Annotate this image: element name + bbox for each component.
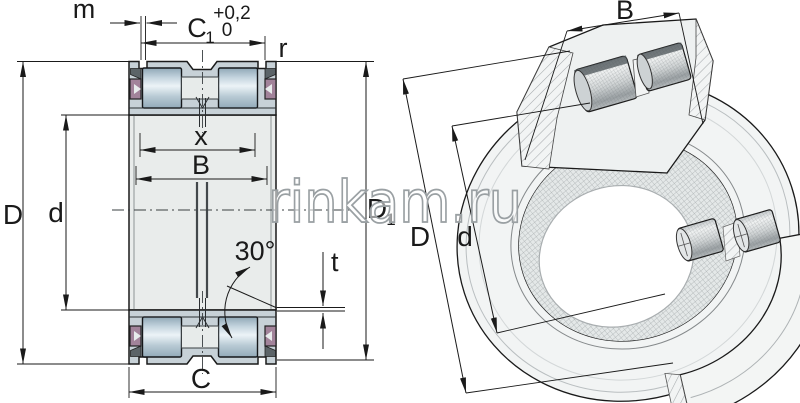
ext-line (524, 30, 568, 161)
iso-shell (664, 209, 800, 403)
bore-surface (518, 139, 738, 341)
section-roller-2 (636, 42, 692, 92)
lube-funnel-top (195, 96, 210, 109)
shell-band-group (664, 228, 800, 403)
label-iso-bore-diameter: d (457, 221, 473, 252)
shell-roller-2 (732, 209, 781, 253)
iso-dim-width: B (524, 0, 704, 161)
label-bore-diameter: d (48, 197, 64, 228)
section-roller-1 (573, 55, 638, 113)
dim-c: C (128, 363, 277, 398)
dim-t: t (277, 247, 345, 349)
roller-shadow-band (573, 55, 629, 78)
iso-view: D d B (402, 0, 800, 403)
label-iso-width: B (616, 0, 634, 25)
dim-x: x (139, 121, 256, 157)
label-c1-sub: 1 (205, 28, 214, 47)
label-c1-tol-lower: 0 (222, 20, 233, 41)
ext-line (678, 12, 704, 125)
label-c1-tol-upper: +0,2 (213, 3, 251, 24)
roller-top-right (217, 67, 259, 109)
seal-lip-bottom-left (134, 331, 141, 341)
section-cut-face-left (516, 46, 574, 170)
label-x: x (194, 121, 208, 151)
roller-center-mark (677, 232, 691, 257)
roller-end-cap (573, 69, 593, 112)
iso-dim-outer-diameter: D (402, 50, 674, 394)
shell-detail-arc (690, 243, 800, 399)
label-c1: C (187, 13, 207, 43)
roller-bottom-left (141, 316, 183, 358)
dim-outer-diameter: D (3, 61, 129, 365)
roller-bottom-right (217, 316, 259, 358)
iso-top-section (516, 18, 714, 174)
watermark: rinkam.ru (268, 168, 522, 236)
seal-lip-bottom-right (265, 331, 272, 341)
shell-roller-1 (675, 218, 724, 262)
roller-end-cap (636, 53, 653, 90)
label-angle: 30° (235, 236, 276, 266)
seal-lip-top-right (265, 84, 272, 94)
iso-dim-bore-diameter: d (451, 102, 666, 334)
label-outer-diameter: D (3, 199, 23, 230)
ext-line (496, 293, 666, 334)
label-d1: D (367, 193, 387, 224)
label-iso-outer-diameter: D (410, 221, 430, 252)
label-b: B (192, 150, 210, 180)
dim-c1: C 1 +0,2 0 (141, 3, 266, 60)
ext-line (465, 362, 674, 394)
ext-line (451, 102, 591, 127)
dim-d1: D 1 (267, 61, 396, 361)
dim-b: B (135, 150, 268, 185)
dim-m: m (73, 0, 177, 60)
label-t: t (331, 247, 339, 277)
roller-top-left (141, 67, 183, 109)
dim-bore-diameter: d (48, 114, 129, 311)
angle-arc (221, 266, 251, 339)
label-r: r (279, 33, 288, 63)
shell-band (679, 228, 800, 403)
ext-line (402, 50, 571, 80)
centerlines (112, 50, 352, 374)
dim-line (402, 78, 467, 394)
roller-center-mark (734, 223, 748, 248)
roller-shadow-band (636, 42, 684, 62)
center-rib-bottom (181, 325, 219, 349)
label-m: m (73, 0, 96, 24)
iso-ring (456, 78, 800, 402)
dim-line (451, 125, 498, 334)
label-d1-sub: 1 (386, 210, 395, 229)
seal-lip-top-left (134, 84, 141, 94)
dim-line (566, 12, 680, 32)
shell-cut-face (664, 372, 691, 403)
label-c: C (191, 363, 211, 394)
center-rib-top (181, 76, 219, 100)
section-cut-face-right (688, 18, 714, 121)
section-view: m C 1 +0,2 0 r x B (3, 0, 396, 398)
dim-angle-30: 30° (221, 236, 278, 339)
